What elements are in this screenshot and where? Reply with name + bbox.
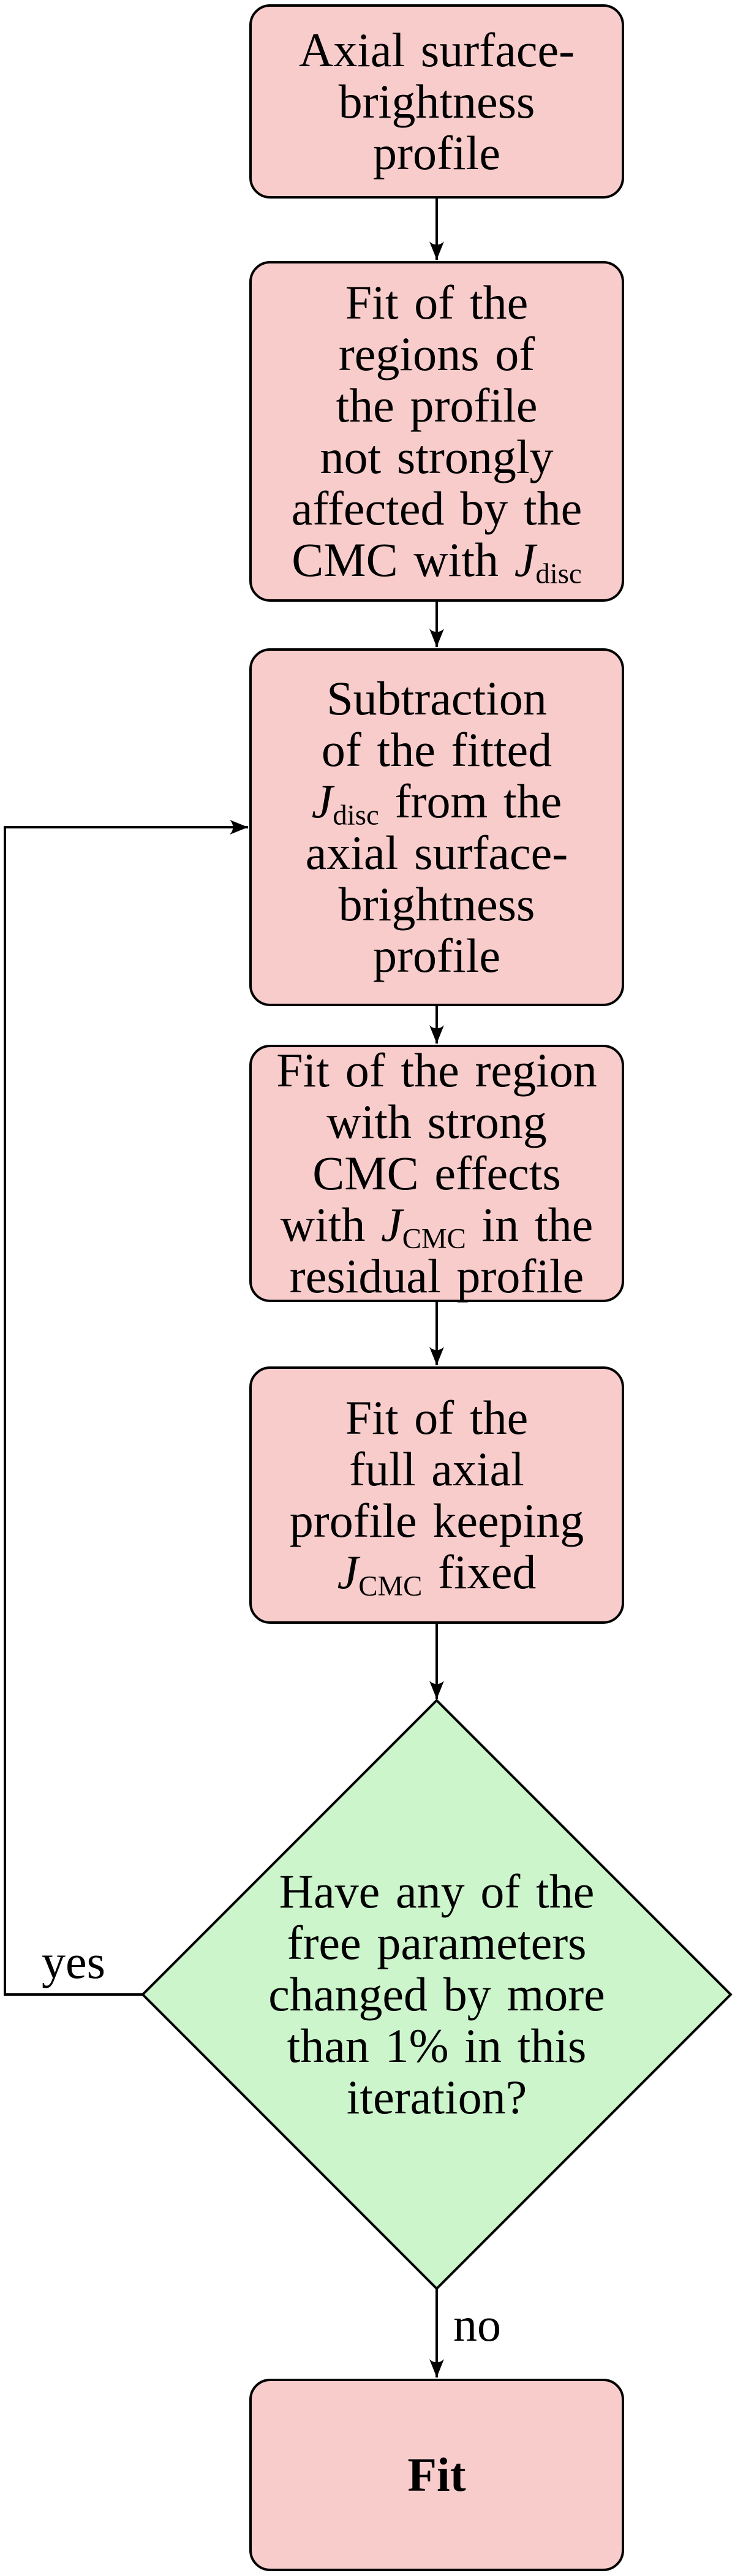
node-fit-final: Fit [249,2379,624,2571]
decision-diamond-shape [141,1699,733,2290]
yes-loop-line [4,820,248,1996]
edge-label-yes: yes [42,1935,105,1988]
edge-label-no: no [453,2298,501,2351]
